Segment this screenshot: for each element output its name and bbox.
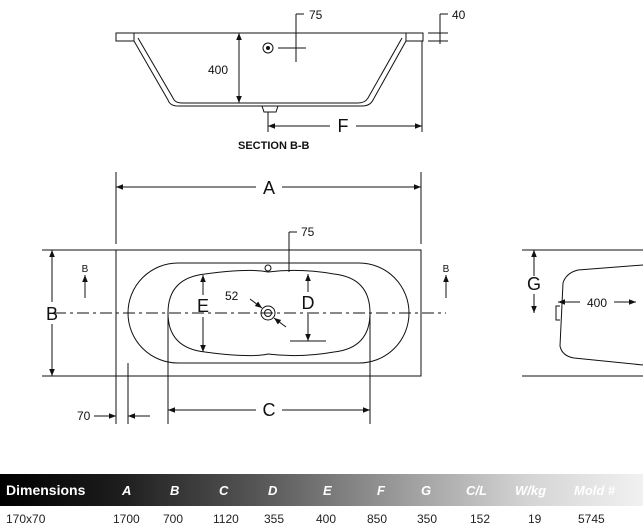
- table-cell: 19: [528, 512, 542, 526]
- table-cell: 700: [163, 512, 184, 526]
- dimensions-table-row: 170x70 1700 700 1120 355 400 850 350 152 19 5745: [0, 506, 643, 532]
- technical-drawing: 75 40 400 F SECTION B-B: [42, 8, 643, 424]
- dimensions-table-header: Dimensions A B C D E F G C/L W/kg Mold #: [0, 474, 643, 506]
- plan-dim-B: B: [46, 304, 58, 324]
- table-header-cell: C: [219, 482, 229, 498]
- table-header-cell: C/L: [466, 482, 487, 498]
- table-cell: 170x70: [6, 512, 46, 526]
- drain-hole: [260, 305, 276, 321]
- table-cell: 355: [264, 512, 285, 526]
- table-header-cell: B: [170, 482, 180, 498]
- bath-floor: [167, 269, 371, 357]
- end-dim-G: G: [527, 274, 541, 294]
- table-cell: 5745: [578, 512, 605, 526]
- section-caption: SECTION B-B: [238, 140, 310, 152]
- section-marker-left: B: [82, 264, 89, 275]
- table-header-cell: Dimensions: [6, 482, 86, 498]
- section-view: [115, 13, 448, 132]
- section-marker-right: B: [443, 264, 450, 275]
- table-header-cell: W/kg: [515, 482, 547, 498]
- section-shell: [133, 40, 407, 107]
- table-header-cell: E: [323, 482, 332, 498]
- plan-dim-75: 75: [301, 225, 315, 239]
- table-cell: 850: [367, 512, 388, 526]
- table-header-cell: G: [421, 482, 432, 498]
- table-cell: 400: [316, 512, 337, 526]
- plan-view: [42, 172, 449, 424]
- table-cell: 1120: [213, 512, 239, 526]
- end-view: [522, 249, 643, 377]
- section-dim-400: 400: [208, 63, 228, 77]
- table-cell: 1700: [113, 512, 140, 526]
- end-profile: [559, 264, 643, 366]
- plan-dim-A: A: [263, 178, 275, 198]
- table-cell: 152: [470, 512, 491, 526]
- section-dim-F: F: [338, 116, 349, 136]
- plan-dim-C: C: [263, 400, 276, 420]
- table-header-cell: F: [377, 482, 385, 498]
- table-header-cell: A: [122, 482, 132, 498]
- end-dim-400: 400: [587, 296, 607, 310]
- plan-dim-70: 70: [77, 409, 91, 423]
- table-header-cell: D: [268, 482, 278, 498]
- plan-dim-52: 52: [225, 289, 239, 303]
- table-cell: 350: [417, 512, 438, 526]
- plan-dim-D: D: [302, 293, 315, 313]
- section-dim-40: 40: [452, 8, 466, 22]
- section-rim: [115, 32, 135, 42]
- section-dim-75: 75: [309, 8, 323, 22]
- overflow-hole: [262, 42, 274, 54]
- table-header-cell: Mold #: [574, 482, 616, 498]
- plan-dim-E: E: [197, 296, 209, 316]
